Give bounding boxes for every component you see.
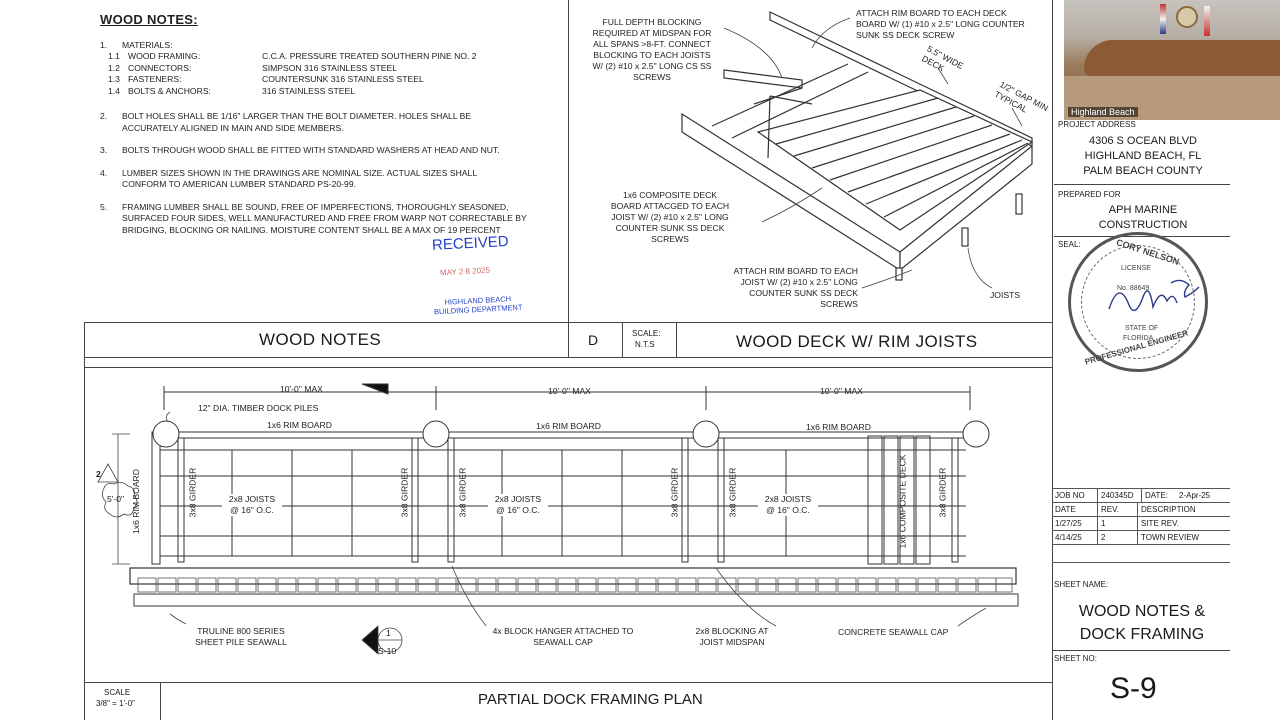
received-stamp: RECEIVED — [431, 233, 510, 254]
deck-isometric-drawing — [681, 11, 1034, 289]
blocking-callout: FULL DEPTH BLOCKING REQUIRED AT MIDSPAN … — [592, 17, 712, 82]
section-sheet: S-10 — [378, 646, 397, 656]
revision-tag: 2 — [96, 469, 101, 479]
girder-label-5: 3x8 GIRDER — [727, 467, 738, 518]
dim-left-label: 10'-0" MAX — [280, 384, 323, 394]
plan-scale-label: SCALE — [104, 688, 131, 697]
frame-right-divider — [1052, 0, 1053, 720]
seawall-label: TRULINE 800 SERIES SHEET PILE SEAWALL — [195, 626, 287, 647]
received-date: MAY 2 8 2025 — [439, 265, 491, 278]
joists-callout: JOISTS — [990, 290, 1021, 300]
job-row: JOB NO 240345D DATE: 2-Apr-25 — [1052, 489, 1230, 503]
left-rim-board-label: 1x6 RIM BOARD — [130, 469, 141, 534]
note-item: 4. LUMBER SIZES SHOWN IN THE DRAWINGS AR… — [100, 167, 477, 190]
seal-state: STATE OF — [1125, 325, 1159, 332]
sheet-number: S-9 — [1110, 672, 1157, 705]
materials-num: 1. — [100, 39, 108, 50]
project-address-label: PROJECT ADDRESS — [1058, 120, 1136, 129]
girder-label-4: 3x8 GIRDER — [669, 467, 680, 518]
flag-icon — [1204, 6, 1210, 36]
frame-plan-top — [84, 367, 1052, 368]
rev-header-row: DATE REV. DESCRIPTION — [1052, 503, 1230, 517]
dais-desk — [1084, 40, 1280, 76]
composite-deck-label: 1x6 COMPOSITE DECK — [897, 454, 908, 549]
rim-board-label-3: 1x6 RIM BOARD — [806, 422, 871, 432]
signature-icon — [1108, 279, 1200, 312]
prepared-for-label: PREPARED FOR — [1058, 190, 1121, 199]
note-item: 2. BOLT HOLES SHALL BE 1/16" LARGER THAN… — [100, 111, 472, 133]
rim-joist-callout: ATTACH RIM BOARD TO EACH JOIST W/ (2) #1… — [733, 266, 858, 309]
section-number: 1 — [386, 628, 391, 638]
material-row: 1.2 CONNECTORS: SIMPSON 316 STAINLESS ST… — [108, 62, 398, 73]
engineer-seal: CORY NELSON LICENSE No. 88649 STATE OF F… — [1068, 232, 1208, 372]
title-cell-divider — [568, 322, 569, 358]
girder-label-1: 3x8 GIRDER — [187, 467, 198, 518]
rev-row: 1/27/25 1 SITE REV. — [1052, 517, 1230, 531]
seawall-cap-label: CONCRETE SEAWALL CAP — [838, 627, 949, 637]
block-hanger-label: 4x BLOCK HANGER ATTACHED TO SEAWALL CAP — [492, 626, 634, 647]
girder-label-6: 3x8 GIRDER — [937, 467, 948, 518]
seal-license: LICENSE — [1121, 265, 1151, 272]
flag-icon — [1160, 4, 1166, 34]
rev-row: 4/14/25 2 TOWN REVIEW — [1052, 531, 1230, 545]
sheet-name-label: SHEET NAME: — [1054, 580, 1109, 589]
wood-notes-block: WOOD NOTES: 1. MATERIALS: 1.1 WOOD FRAMI… — [100, 12, 560, 236]
seal-number: No. 88649 — [1117, 285, 1150, 292]
building-department-stamp: HIGHLAND BEACH BUILDING DEPARTMENT — [433, 294, 523, 317]
meeting-video-inset: Highland Beach — [1064, 0, 1280, 120]
blocking-label: 2x8 BLOCKING AT JOIST MIDSPAN — [695, 626, 769, 647]
dim-mid-label: 10'-0" MAX — [548, 386, 591, 396]
tb-divider — [1054, 184, 1230, 185]
seal-emblem-icon — [1176, 6, 1198, 28]
plan-scale-value: 3/8" = 1'-0" — [96, 699, 136, 708]
materials-heading: MATERIALS: — [122, 39, 173, 50]
piles-label: 12" DIA. TIMBER DOCK PILES — [198, 403, 319, 413]
deck-detail-title: WOOD DECK W/ RIM JOISTS — [736, 332, 978, 351]
scale-label: SCALE: — [632, 329, 661, 338]
rim-board-label-2: 1x6 RIM BOARD — [536, 421, 601, 431]
plan-title: PARTIAL DOCK FRAMING PLAN — [478, 691, 703, 708]
title-cell-divider — [676, 322, 677, 358]
note-item: 3. BOLTS THROUGH WOOD SHALL BE FITTED WI… — [100, 145, 500, 155]
joists-label-2: 2x8 JOISTS@ 16" O.C. — [488, 494, 548, 516]
seal-florida: FLORIDA — [1123, 335, 1154, 342]
rim-board-deck-callout: ATTACH RIM BOARD TO EACH DECK BOARD W/ (… — [856, 8, 1025, 40]
girder-label-2: 3x8 GIRDER — [399, 467, 410, 518]
tb-divider — [1052, 650, 1230, 651]
title-cell-divider — [622, 322, 623, 358]
sheet-name: WOOD NOTES & DOCK FRAMING — [1078, 603, 1206, 643]
seal-label: SEAL: — [1058, 240, 1081, 249]
joists-label-1: 2x8 JOISTS@ 16" O.C. — [222, 494, 282, 516]
frame-left-border — [84, 322, 85, 720]
prepared-for: APH MARINE CONSTRUCTION — [1098, 204, 1188, 231]
revision-table: JOB NO 240345D DATE: 2-Apr-25 DATE REV. … — [1052, 488, 1230, 563]
material-row: 1.4 BOLTS & ANCHORS: 316 STAINLESS STEEL — [108, 85, 355, 96]
wood-notes-heading: WOOD NOTES: — [100, 12, 198, 27]
width-dimension-label: 5'-0" — [107, 494, 125, 504]
sheet-no-label: SHEET NO: — [1054, 654, 1097, 663]
wood-notes-title: WOOD NOTES — [259, 330, 382, 349]
detail-letter: D — [588, 332, 599, 348]
composite-board-callout: 1x6 COMPOSITE DECK BOARD ATTACGED TO EAC… — [610, 190, 730, 244]
rev-row-empty — [1052, 545, 1230, 563]
project-address: 4306 S OCEAN BLVD HIGHLAND BEACH, FL PAL… — [1083, 135, 1203, 177]
frame-vertical-divider — [568, 0, 569, 358]
dim-right-label: 10'-0" MAX — [820, 386, 863, 396]
girder-label-3: 3x8 GIRDER — [457, 467, 468, 518]
note-item: 5. FRAMING LUMBER SHALL BE SOUND, FREE O… — [100, 201, 527, 235]
material-row: 1.3 FASTENERS: COUNTERSUNK 316 STAINLESS… — [108, 74, 424, 84]
joists-label-3: 2x8 JOISTS@ 16" O.C. — [758, 494, 818, 516]
scale-value: N.T.S — [635, 340, 655, 349]
materials-list: 1.1 WOOD FRAMING: C.C.A. PRESSURE TREATE… — [100, 51, 560, 97]
material-row: 1.1 WOOD FRAMING: C.C.A. PRESSURE TREATE… — [108, 51, 477, 61]
dock-framing-plan — [97, 383, 1019, 655]
video-label: Highland Beach — [1068, 107, 1138, 117]
seawall-sheet-pile — [137, 577, 1013, 593]
frame-plan-bottom — [84, 682, 1052, 683]
rim-board-label-1: 1x6 RIM BOARD — [267, 420, 332, 430]
plan-scale-divider — [160, 682, 161, 720]
